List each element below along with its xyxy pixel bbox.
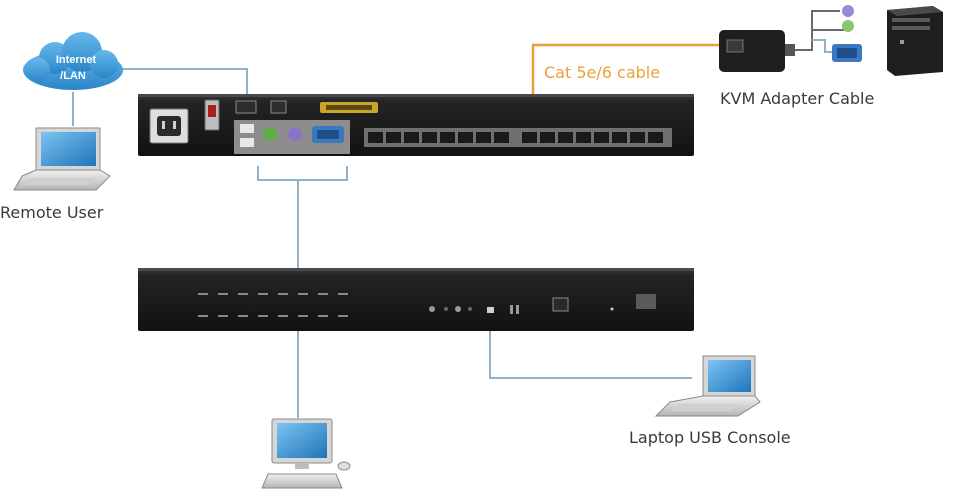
- front-lan-port: [552, 297, 569, 312]
- cloud-icon: [23, 32, 123, 90]
- remote-user-label: Remote User: [0, 203, 104, 222]
- rj45-port-row: [364, 128, 672, 147]
- kvm-switch-rear: [138, 94, 694, 156]
- cloud-label-line2: /LAN: [60, 70, 86, 82]
- laptop-icon: [13, 127, 111, 191]
- internet-to-switch-line: [118, 68, 248, 95]
- laptop-usb-line: [489, 315, 692, 379]
- laptop-console-label: Laptop USB Console: [629, 428, 791, 447]
- desktop-computer-icon: [261, 418, 351, 489]
- laptop-icon: [654, 355, 761, 417]
- cable-label: Cat 5e/6 cable: [544, 63, 661, 82]
- kvm-adapter-label: KVM Adapter Cable: [720, 89, 875, 108]
- kvm-adapter-icon: [719, 5, 862, 72]
- port-leds: [198, 293, 348, 317]
- kvm-switch-front: [138, 268, 694, 331]
- console-bracket-line: [257, 166, 348, 181]
- cloud-label-line1: Internet: [56, 54, 97, 66]
- tower-pc-icon: [887, 6, 943, 76]
